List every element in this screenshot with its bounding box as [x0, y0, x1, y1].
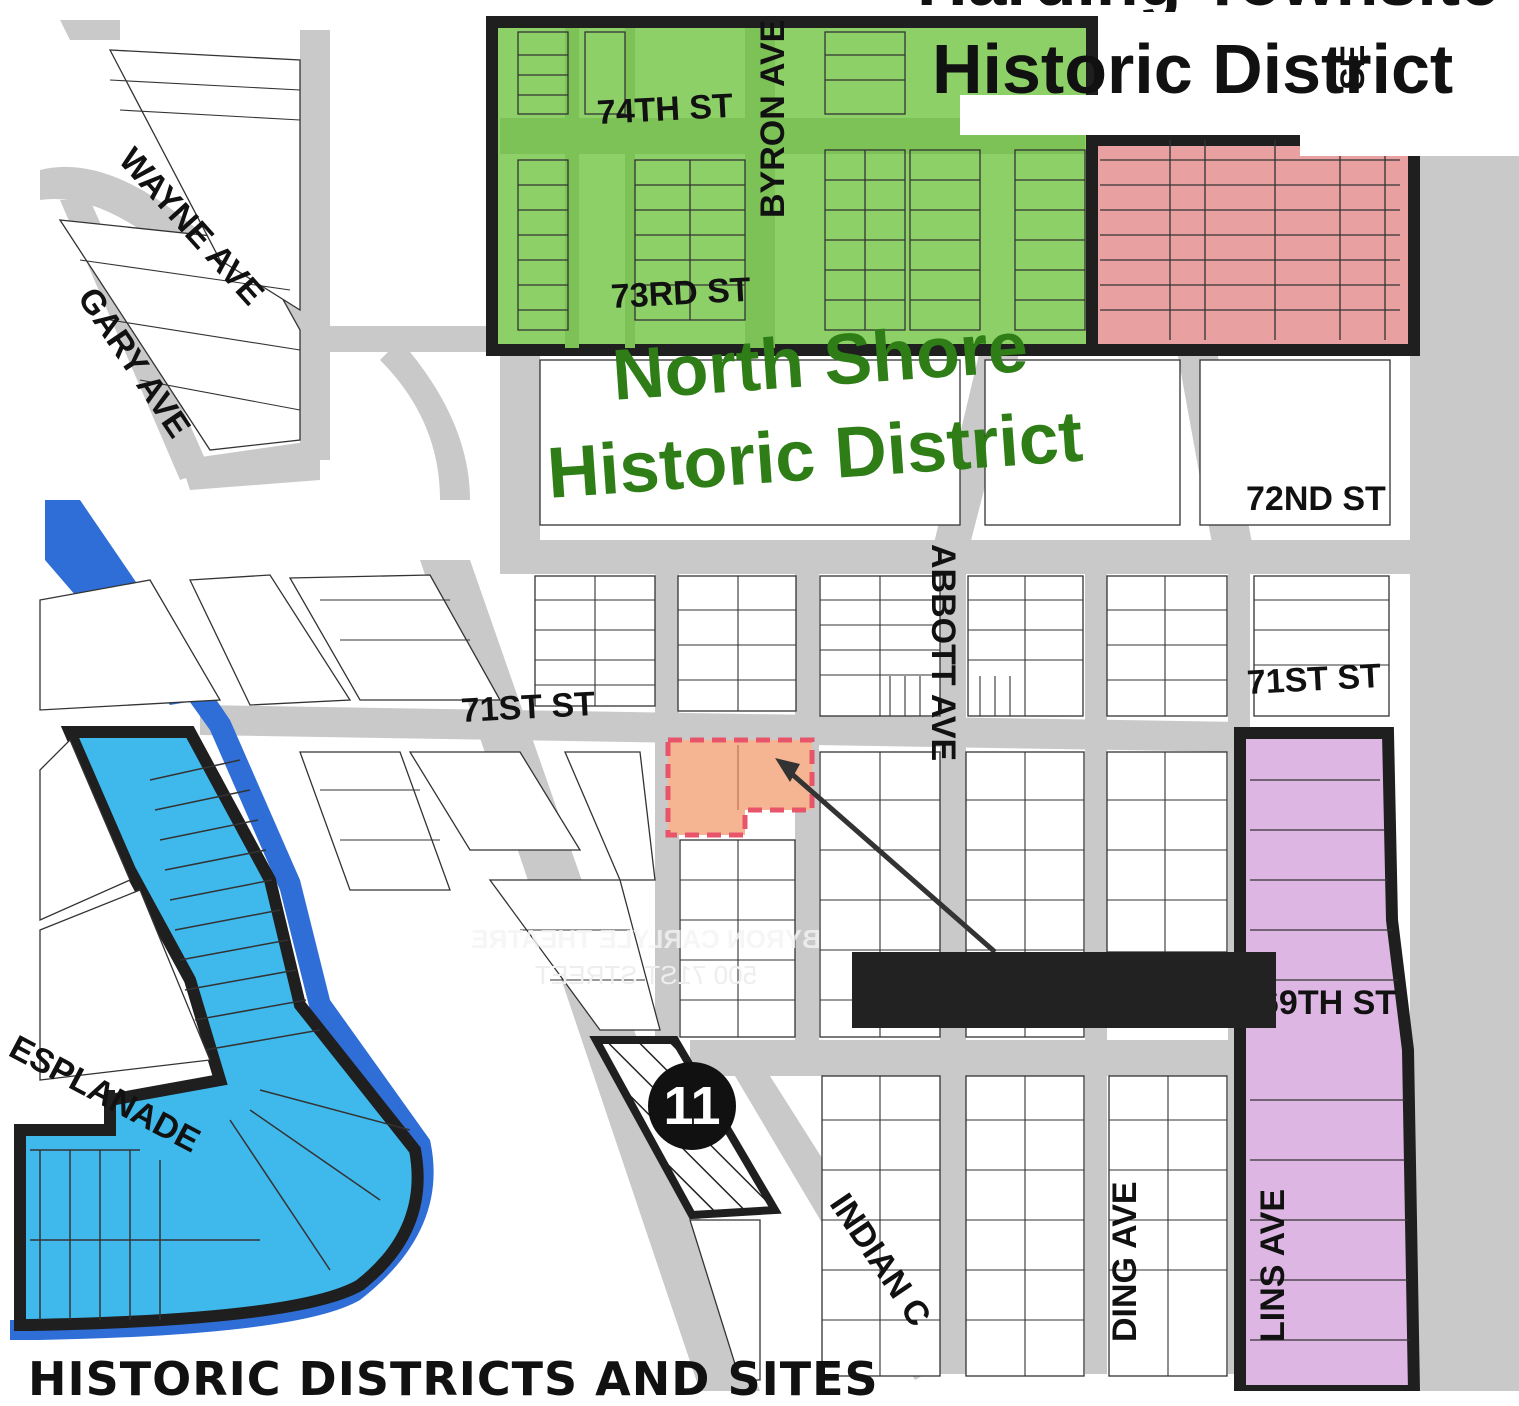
byron-carlyle-site — [665, 737, 815, 838]
district-title-line2: Historic District — [932, 34, 1453, 104]
site-11-number: 11 — [663, 1076, 721, 1136]
byron-carlyle-callout-text: 500 71ST STREET — [534, 960, 758, 990]
street-label-byron: BYRON AVE — [754, 19, 792, 218]
lot-lines — [79, 79, 1389, 1376]
street-label-abbott: ABBOTT AVE — [924, 544, 962, 762]
byron-carlyle-callout-box — [852, 952, 1276, 1028]
footer-heading: HISTORIC DISTRICTS AND SITES — [28, 1352, 879, 1406]
street-label-73rd: 73RD ST — [609, 270, 752, 316]
esplanade-edge — [20, 1090, 115, 1135]
callout-arrow — [783, 766, 997, 954]
street-label-72nd: 72ND ST — [1246, 480, 1386, 518]
title-mask-right — [1300, 130, 1519, 156]
street-label-top-fragment: SE — [1334, 44, 1372, 90]
street-collins-ave — [1410, 150, 1519, 1391]
purple-district-lots — [1250, 779, 1410, 1341]
street-label-69th: 69TH ST — [1260, 984, 1397, 1022]
pink-district-area — [1086, 134, 1420, 356]
byron-carlyle-callout-ghost: BYRON CARLYLE THEATRE — [471, 924, 821, 954]
title-mask — [960, 95, 1519, 135]
site-11-marker: 11 — [648, 1062, 736, 1150]
street-label-71st-right: 71ST ST — [1245, 656, 1382, 702]
blue-historic-district — [14, 726, 424, 1331]
district-title-partial-text: Harding Townsite — [917, 0, 1499, 12]
north-shore-lots — [517, 31, 1086, 331]
pink-district-lots — [1100, 140, 1400, 340]
north-shore-streets — [500, 28, 1085, 348]
street-label-lins: LINS AVE — [1254, 1188, 1292, 1342]
north-shore-district-area — [486, 16, 1098, 356]
purple-historic-district — [1234, 727, 1421, 1391]
street-label-ding: DING AVE — [1106, 1181, 1144, 1342]
street-label-71st-left: 71ST ST — [459, 684, 596, 730]
blue-district-lots — [30, 759, 411, 1320]
callout-arrowhead — [775, 758, 800, 782]
district-title-line2-text: Historic District — [932, 30, 1454, 108]
district-title-partial: Harding Townsite — [898, 0, 1518, 12]
street-label-74th: 74TH ST — [595, 86, 734, 132]
